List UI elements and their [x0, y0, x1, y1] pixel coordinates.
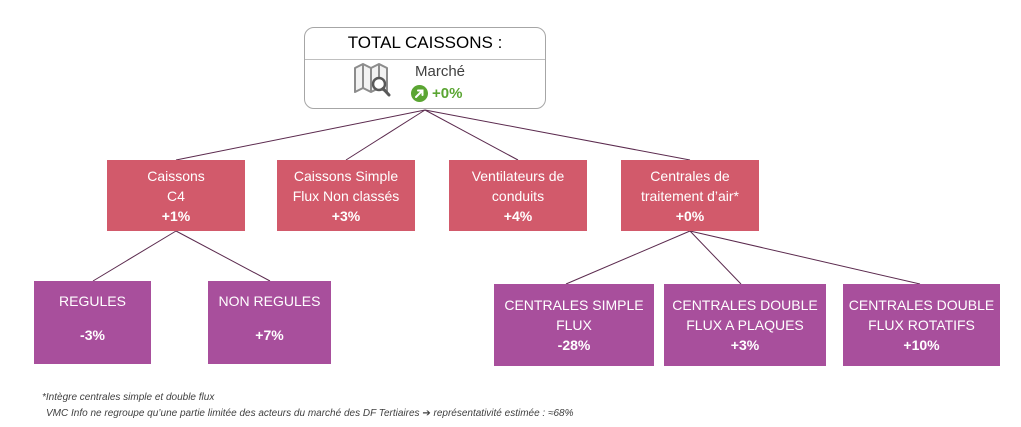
connector-root-simple-flux — [345, 109, 426, 161]
connector-root-centrales — [424, 109, 691, 161]
node-regules: REGULES -3% — [34, 281, 151, 364]
root-label: Marché — [415, 63, 466, 80]
node-line1: CENTRALES SIMPLE — [504, 297, 644, 313]
node-line1: Centrales de — [650, 167, 730, 184]
source-note-text: VMC Info ne regroupe qu’une partie limit… — [46, 408, 420, 419]
source-note: VMC Info ne regroupe qu’une partie limit… — [46, 408, 573, 419]
node-line1: CENTRALES DOUBLE — [672, 297, 818, 313]
node-line1: Caissons Simple — [293, 167, 399, 184]
connector-root-c4 — [175, 109, 426, 161]
node-value: +4% — [503, 207, 533, 224]
connector-root-ventilateurs — [424, 109, 519, 161]
connector-centrales-plaques — [689, 230, 742, 285]
node-ventilateurs-de-conduits: Ventilateurs de conduits +4% — [449, 160, 587, 231]
node-centrales-double-flux-rotatifs: CENTRALES DOUBLE FLUX ROTATIFS +10% — [843, 284, 1000, 366]
node-centrales-traitement-air: Centrales de traitement d’air* +0% — [621, 160, 759, 231]
root-value: +0% — [432, 85, 463, 102]
node-line1: Caissons — [147, 167, 205, 184]
node-value: +7% — [255, 327, 284, 343]
root-node-total-caissons: TOTAL CAISSONS : Marché +0% — [304, 27, 546, 109]
node-value: -3% — [80, 327, 105, 343]
root-trend: +0% — [411, 85, 462, 102]
connector-c4-regules — [92, 230, 177, 282]
node-line1: CENTRALES DOUBLE — [848, 297, 995, 313]
node-value: +3% — [730, 337, 760, 353]
node-centrales-simple-flux: CENTRALES SIMPLE FLUX -28% — [494, 284, 654, 366]
node-line2: FLUX — [556, 317, 592, 333]
node-line2: C4 — [167, 187, 185, 204]
arrow-up-right-icon — [411, 85, 428, 102]
map-search-icon — [354, 63, 391, 97]
node-line2: FLUX A PLAQUES — [686, 317, 804, 333]
node-value: -28% — [557, 337, 591, 353]
node-line2: FLUX ROTATIFS — [868, 317, 975, 333]
node-value: +10% — [903, 337, 940, 353]
connector-centrales-simple — [565, 230, 691, 285]
connector-c4-non-regules — [175, 230, 271, 282]
arrow-right-icon: ➔ — [422, 408, 431, 419]
root-divider — [305, 59, 545, 60]
node-caissons-c4: Caissons C4 +1% — [107, 160, 245, 231]
node-value: +0% — [675, 207, 705, 224]
node-value: +3% — [331, 207, 361, 224]
connector-centrales-rotatifs — [689, 230, 921, 285]
node-centrales-double-flux-plaques: CENTRALES DOUBLE FLUX A PLAQUES +3% — [664, 284, 826, 366]
node-line2: Flux Non classés — [292, 187, 400, 204]
source-note-estimate: représentativité estimée : ≈68% — [433, 408, 574, 419]
node-line2: traitement d’air* — [640, 187, 740, 204]
node-non-regules: NON REGULES +7% — [208, 281, 331, 364]
node-line1: REGULES — [59, 293, 126, 309]
node-line1: NON REGULES — [218, 293, 321, 309]
root-title: TOTAL CAISSONS : — [347, 33, 503, 52]
node-caissons-simple-flux: Caissons Simple Flux Non classés +3% — [277, 160, 415, 231]
node-line1: Ventilateurs de — [471, 167, 565, 184]
node-value: +1% — [161, 207, 191, 224]
node-line2: conduits — [491, 187, 545, 204]
footnote: *Intègre centrales simple et double flux — [42, 392, 215, 403]
